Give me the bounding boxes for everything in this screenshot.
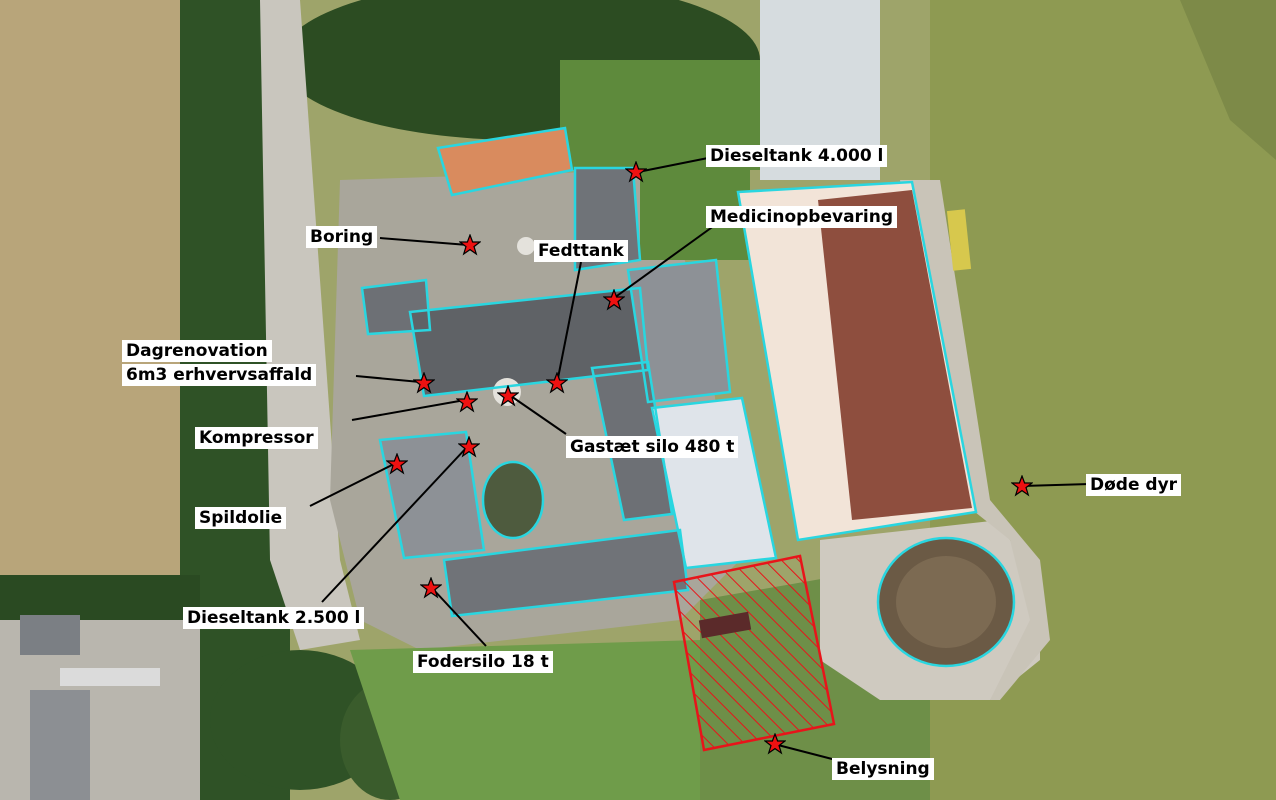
label-belysning: Belysning — [832, 758, 934, 780]
label-doede-dyr: Døde dyr — [1086, 474, 1182, 496]
leader-lines — [309, 157, 1091, 761]
farm-road — [260, 0, 360, 650]
label-dieseltank-2500: Dieseltank 2.500 l — [183, 607, 365, 629]
stable-roof-red — [818, 190, 972, 520]
red-star-icon[interactable] — [456, 391, 478, 413]
red-star-icon[interactable] — [386, 453, 408, 475]
label-dagrenovation: Dagrenovation — [122, 340, 272, 362]
red-star-icon[interactable] — [420, 577, 442, 599]
wheat-field — [0, 0, 210, 580]
label-gastaet-silo: Gastæt silo 480 t — [566, 436, 739, 458]
red-star-icon[interactable] — [497, 385, 519, 407]
label-fedttank: Fedttank — [534, 240, 628, 262]
red-star-icon[interactable] — [764, 733, 786, 755]
label-medicinopbevaring: Medicinopbevaring — [706, 206, 898, 228]
red-star-icon[interactable] — [603, 289, 625, 311]
label-fodersilo: Fodersilo 18 t — [413, 651, 553, 673]
label-boring: Boring — [306, 226, 378, 248]
red-star-icon[interactable] — [625, 161, 647, 183]
label-spildolie: Spildolie — [195, 507, 287, 529]
label-erhvervsaffald: 6m3 erhvervsaffald — [122, 364, 317, 386]
red-star-icon[interactable] — [458, 436, 480, 458]
main-barn-roof — [410, 288, 648, 396]
farmhouse-roof — [438, 128, 572, 195]
label-kompressor: Kompressor — [195, 427, 318, 449]
hatched-area — [672, 554, 836, 752]
red-star-icon[interactable] — [413, 372, 435, 394]
label-dieseltank-4000: Dieseltank 4.000 l — [706, 145, 888, 167]
red-star-icon[interactable] — [1011, 475, 1033, 497]
red-star-icon[interactable] — [459, 234, 481, 256]
silo-roof — [483, 462, 543, 538]
red-star-icon[interactable] — [546, 372, 568, 394]
